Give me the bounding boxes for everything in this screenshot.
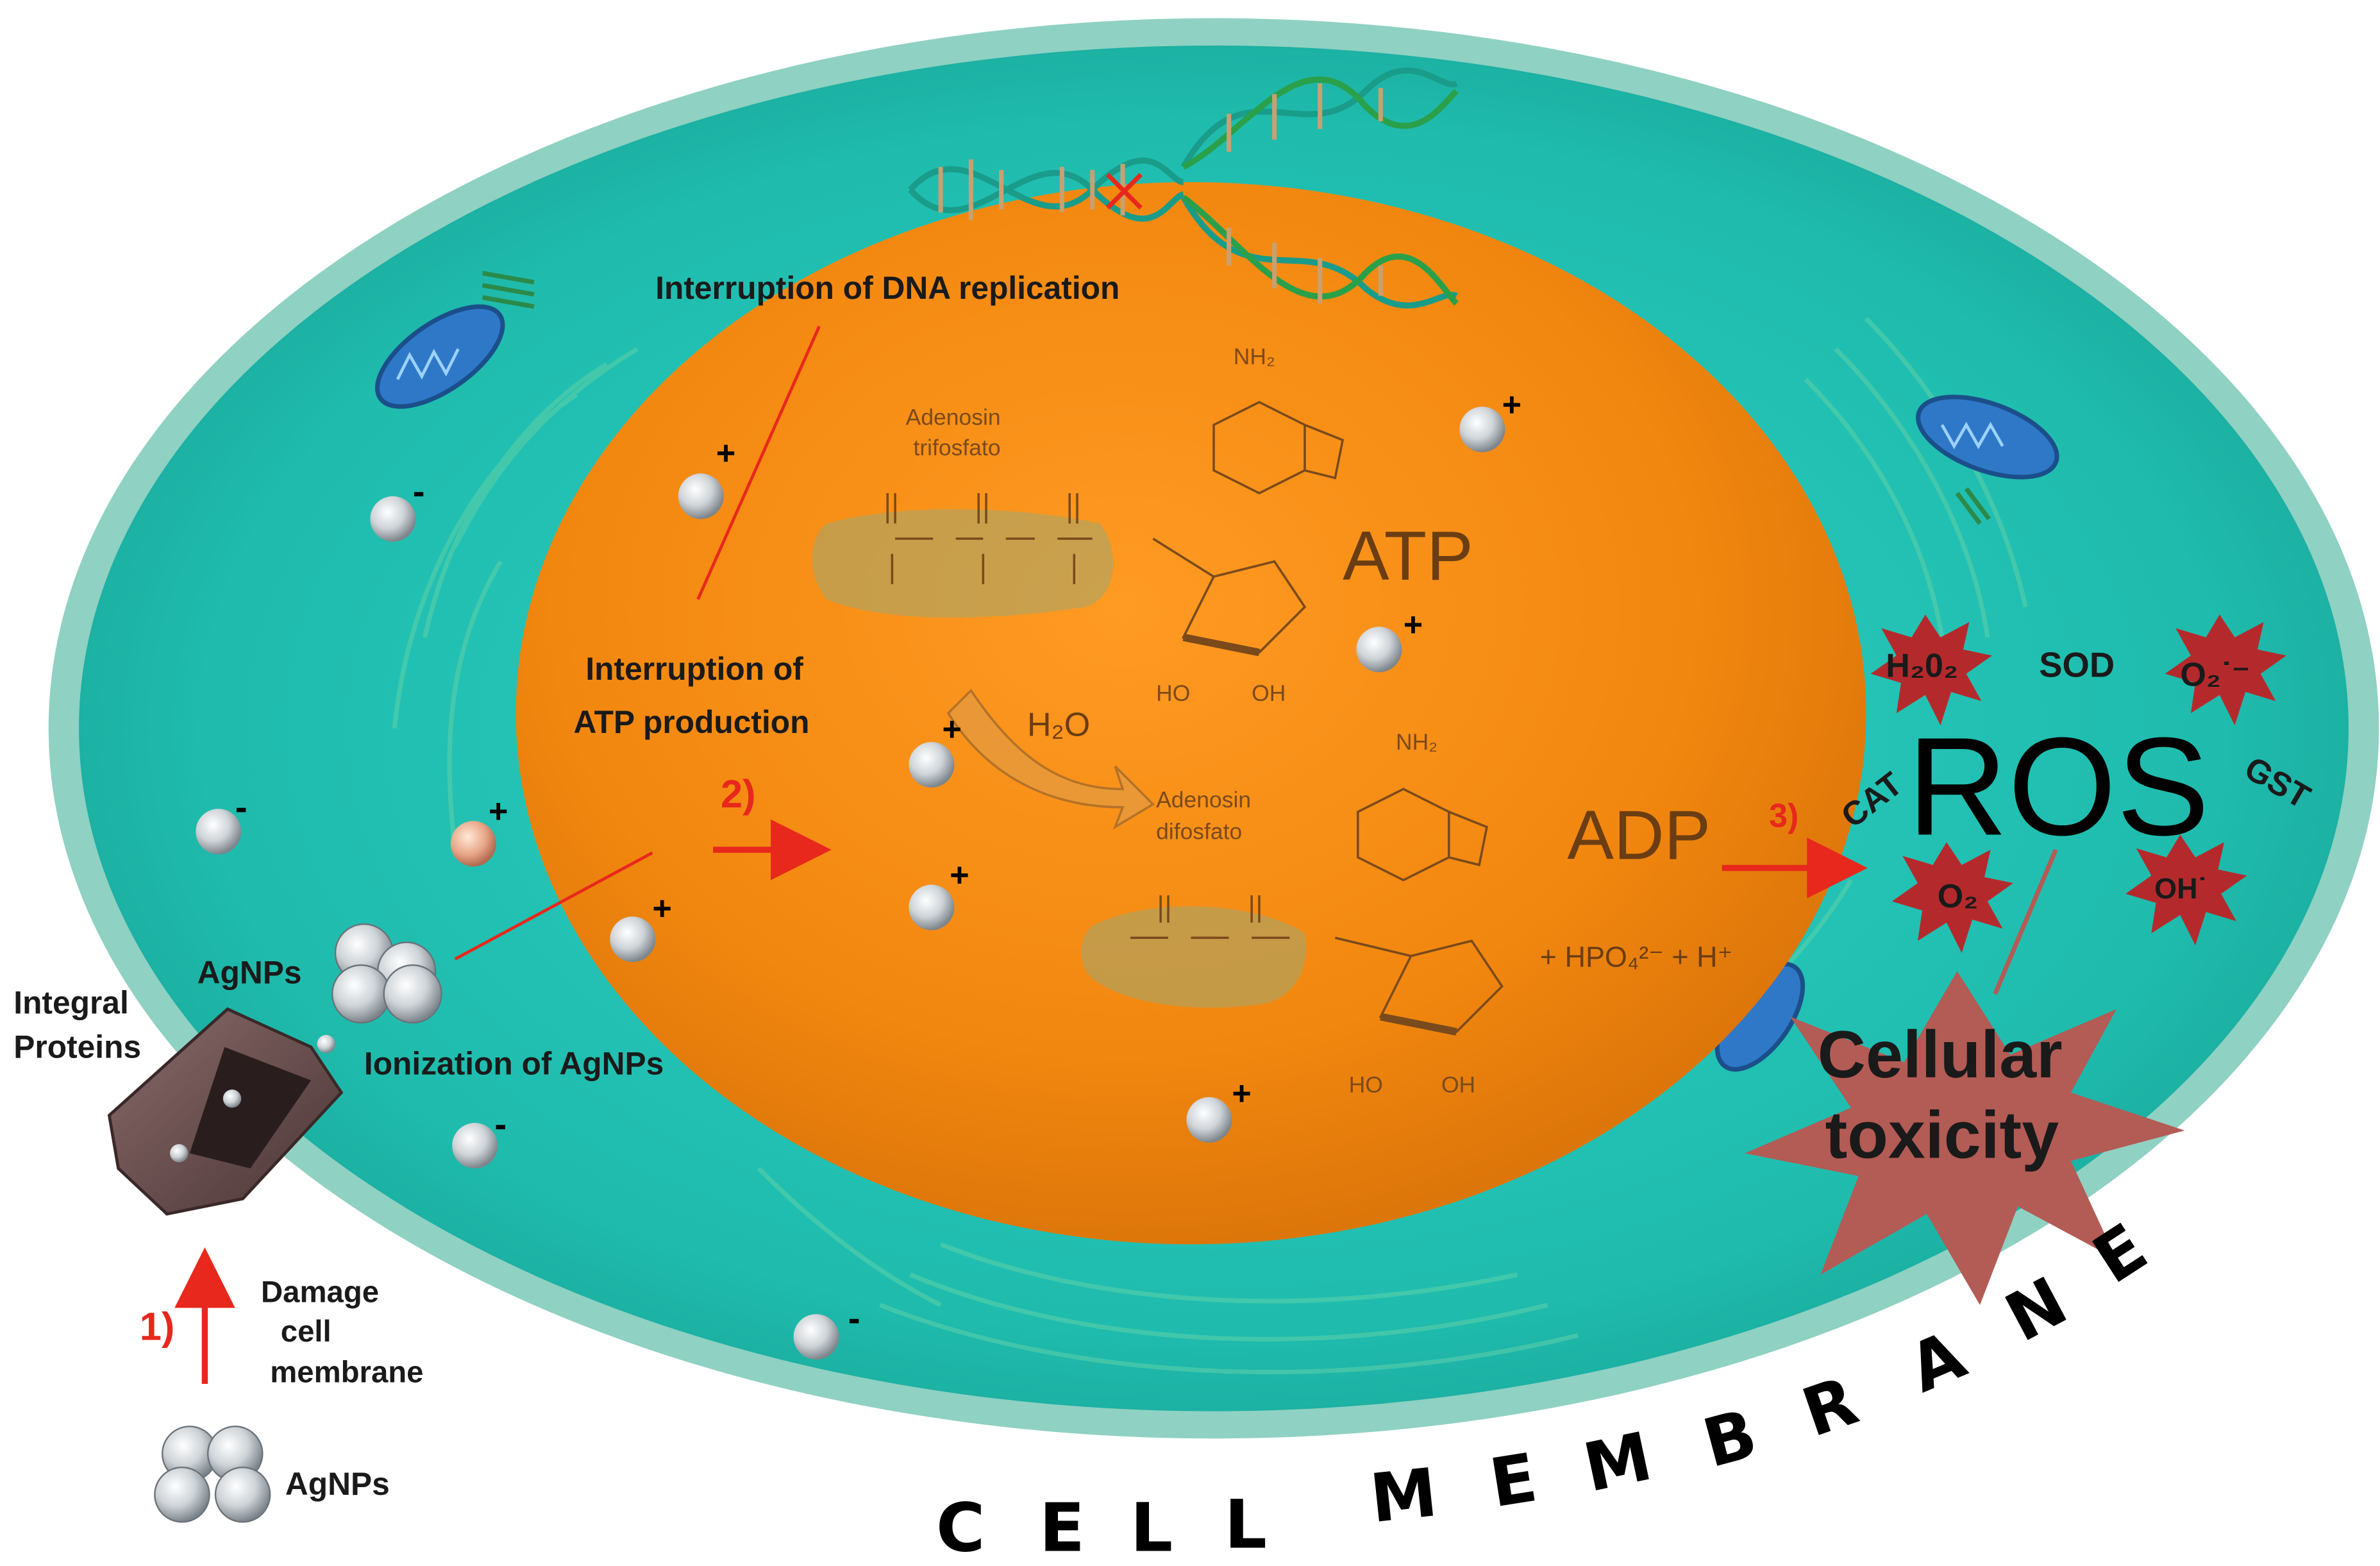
toxicity-label-2: toxicity	[1825, 1098, 2059, 1172]
damage-label-2: cell	[281, 1315, 331, 1349]
adp-label: ADP	[1567, 796, 1711, 874]
ag-ion-negative: -	[370, 472, 425, 542]
adenosin-di-line-1: Adenosin	[1156, 787, 1251, 812]
sod-label: SOD	[2039, 645, 2115, 684]
ros-to-toxicity-line	[1993, 848, 2058, 995]
svg-text:-: -	[848, 1299, 860, 1339]
membrane-letter: R	[1793, 1361, 1867, 1452]
dna-replication-illustration	[908, 67, 1459, 309]
ag-ion-negative: -	[793, 1299, 860, 1360]
nucleus	[515, 181, 1866, 1245]
agnps-cluster-membrane	[331, 923, 442, 1024]
svg-text:+: +	[950, 857, 969, 894]
atp-molecule: Adenosin trifosfato NH₂ HO OH ATP	[812, 344, 1473, 706]
svg-text:+: +	[653, 890, 672, 927]
ros-h2o2-star	[1870, 614, 1992, 726]
ros-o2-radical-star	[2165, 614, 2286, 726]
svg-text:+: +	[489, 793, 508, 830]
ros-o2-star	[1891, 842, 2014, 954]
damage-label-1: Damage	[261, 1275, 379, 1309]
hydrolysis-arrow	[946, 688, 1155, 830]
adp-nh2: NH₂	[1396, 729, 1437, 755]
toxicity-label-1: Cellular	[1818, 1018, 2063, 1092]
agnps-label-bottom: AgNPs	[285, 1466, 390, 1502]
membrane-letter: L	[1130, 1488, 1173, 1566]
h2o2-label: H₂0₂	[1886, 647, 1958, 684]
adenosin-tri-line-2: trifosfato	[914, 435, 1001, 460]
atp-oh: OH	[1252, 680, 1286, 706]
ag-ion-negative: -	[196, 787, 247, 855]
membrane-letter: M	[1577, 1417, 1659, 1508]
atp-interruption-label-2: ATP production	[573, 704, 809, 740]
agnps-cluster-outside	[154, 1426, 271, 1523]
cellular-toxicity-star	[1745, 971, 2185, 1305]
adp-oh: OH	[1441, 1072, 1475, 1098]
svg-text:+: +	[1404, 606, 1423, 643]
membrane-letter: B	[1695, 1394, 1764, 1483]
svg-text:+: +	[716, 435, 735, 472]
ionization-pointer-line	[454, 851, 653, 961]
mitochondrion-left	[374, 304, 505, 409]
atp-label: ATP	[1343, 517, 1473, 595]
ag-ion-negative: -	[452, 1104, 507, 1169]
ag-ion-positive: +	[1186, 1075, 1252, 1143]
adenosin-tri-line-1: Adenosin	[906, 405, 1001, 430]
ag-ion-positive: +	[1356, 606, 1423, 673]
integral-label-2: Proteins	[13, 1029, 141, 1065]
integral-protein-channel	[107, 1007, 344, 1216]
endoplasmic-reticulum	[392, 317, 2028, 1375]
ag-ion-positive: +	[678, 435, 735, 519]
oh-radical-label: OH˙	[2154, 872, 2207, 905]
ionization-label: Ionization of AgNPs	[364, 1045, 664, 1081]
ag-ion-positive: +	[909, 857, 969, 930]
centriole-icon	[482, 271, 1991, 525]
svg-text:-: -	[413, 472, 425, 512]
ag-ion-positive: +	[909, 711, 962, 788]
atp-nh2: NH₂	[1234, 344, 1275, 369]
damage-label-3: membrane	[270, 1356, 423, 1390]
dna-interruption-label: Interruption of DNA replication	[655, 270, 1119, 306]
svg-text:+: +	[942, 711, 961, 748]
step-3-label: 3)	[1769, 798, 1798, 835]
svg-text:+: +	[1502, 386, 1521, 423]
adp-ho: HO	[1349, 1072, 1383, 1098]
adenosin-di-line-2: difosfato	[1156, 819, 1242, 845]
integral-label-1: Integral	[13, 985, 128, 1021]
svg-text:+: +	[1232, 1075, 1251, 1113]
membrane-letter: E	[1039, 1488, 1085, 1566]
ag-ion-positive: +	[610, 890, 672, 963]
ros-label: ROS	[1907, 709, 2209, 864]
svg-text:-: -	[235, 787, 247, 828]
svg-text:-: -	[494, 1104, 507, 1145]
agnps-label-top: AgNPs	[197, 954, 302, 990]
ag-ion-positive: +	[1459, 386, 1521, 453]
membrane-letter: E	[1485, 1438, 1542, 1523]
phosphate-products: + HPO₄²⁻ + H⁺	[1540, 940, 1733, 973]
silver-ions: + + + + + + + + - - - -	[196, 386, 1521, 1360]
adp-molecule: Adenosin difosfato NH₂ HO OH ADP + HPO₄²…	[1080, 729, 1733, 1098]
membrane-letter: C	[936, 1488, 985, 1566]
h2o-label: H₂O	[1027, 707, 1090, 744]
ros-oh-radical-star	[2125, 834, 2247, 946]
step-2-label: 2)	[721, 772, 756, 816]
step-1-label: 1)	[140, 1304, 175, 1349]
membrane-letter: A	[1898, 1315, 1976, 1408]
atp-interruption-label-1: Interruption of	[585, 651, 803, 687]
atp-ho: HO	[1156, 680, 1190, 706]
mitochondrion-right	[1916, 394, 2059, 480]
membrane-letter: L	[1225, 1486, 1267, 1564]
dna-pointer-line	[696, 325, 821, 600]
membrane-letter: N	[1993, 1262, 2079, 1358]
o2-label: O₂	[1938, 878, 1979, 915]
ag-ion-positive: +	[450, 793, 508, 867]
membrane-letter: M	[1366, 1453, 1441, 1538]
o2-radical-label: O₂˙⁻	[2180, 657, 2249, 694]
